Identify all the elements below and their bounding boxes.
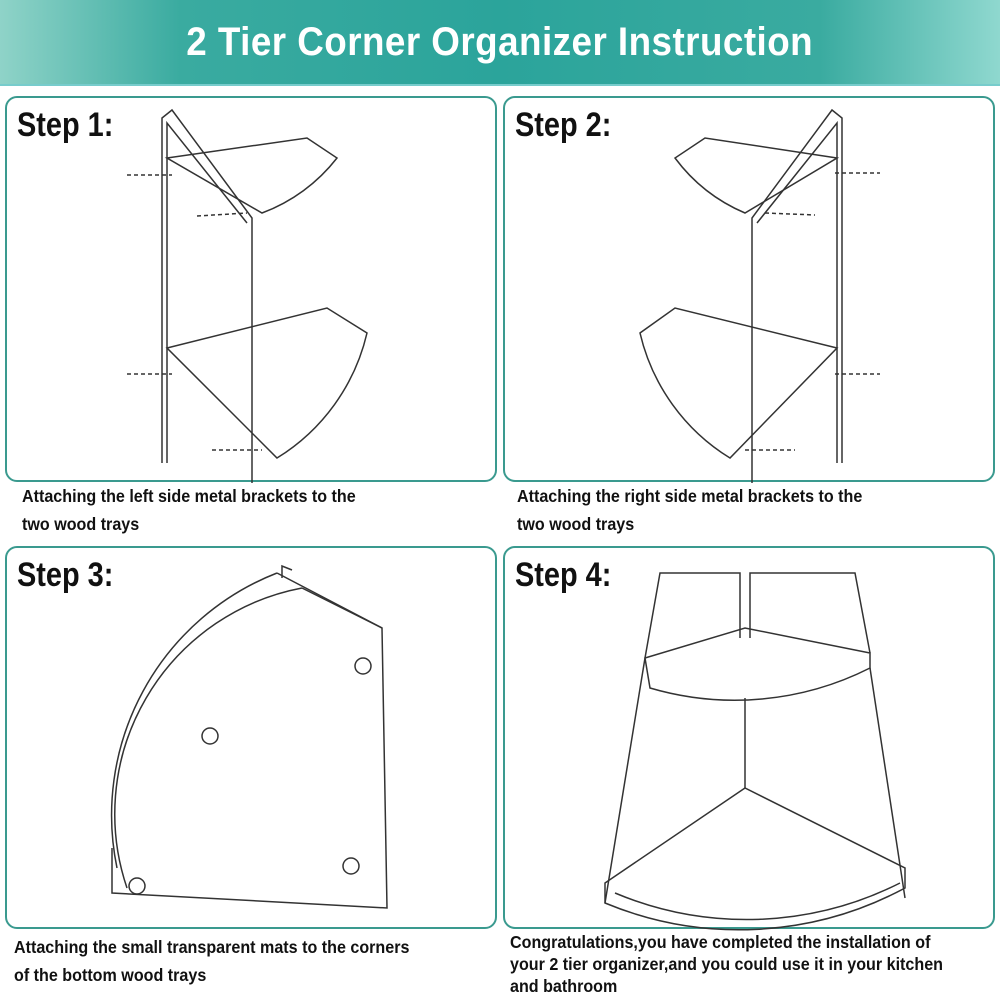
caption-line: Congratulations,you have completed the i… [510, 932, 931, 952]
caption-line: two wood trays [22, 514, 140, 534]
step-4-panel: Step 4: [503, 546, 995, 931]
step-4-illustration [604, 572, 906, 931]
step-2-panel: Step 2: [503, 96, 995, 483]
step-3-label: Step 3: [17, 556, 114, 594]
step-1-panel: Step 1: [5, 96, 497, 483]
caption-line: Attaching the right side metal brackets … [517, 486, 863, 506]
step-4-caption: Congratulations,you have completed the i… [510, 931, 943, 997]
step-4-label: Step 4: [515, 556, 612, 594]
step-2-caption: Attaching the right side metal brackets … [517, 482, 862, 538]
caption-line: and bathroom [510, 976, 618, 996]
step-1-caption: Attaching the left side metal brackets t… [22, 482, 356, 538]
caption-line: of the bottom wood trays [14, 965, 207, 985]
step-3-caption: Attaching the small transparent mats to … [14, 933, 409, 989]
title-banner: 2 Tier Corner Organizer Instruction [0, 0, 1000, 86]
page-title: 2 Tier Corner Organizer Instruction [186, 19, 814, 64]
step-3-panel: Step 3: [5, 546, 497, 929]
caption-line: Attaching the left side metal brackets t… [22, 486, 356, 506]
step-1-illustration [127, 108, 368, 483]
step-3-illustration [110, 564, 388, 909]
caption-line: two wood trays [517, 514, 635, 534]
caption-line: your 2 tier organizer,and you could use … [510, 954, 944, 974]
caption-line: Attaching the small transparent mats to … [14, 937, 410, 957]
step-2-label: Step 2: [515, 106, 612, 144]
step-1-label: Step 1: [17, 106, 114, 144]
step-2-illustration [639, 108, 880, 483]
